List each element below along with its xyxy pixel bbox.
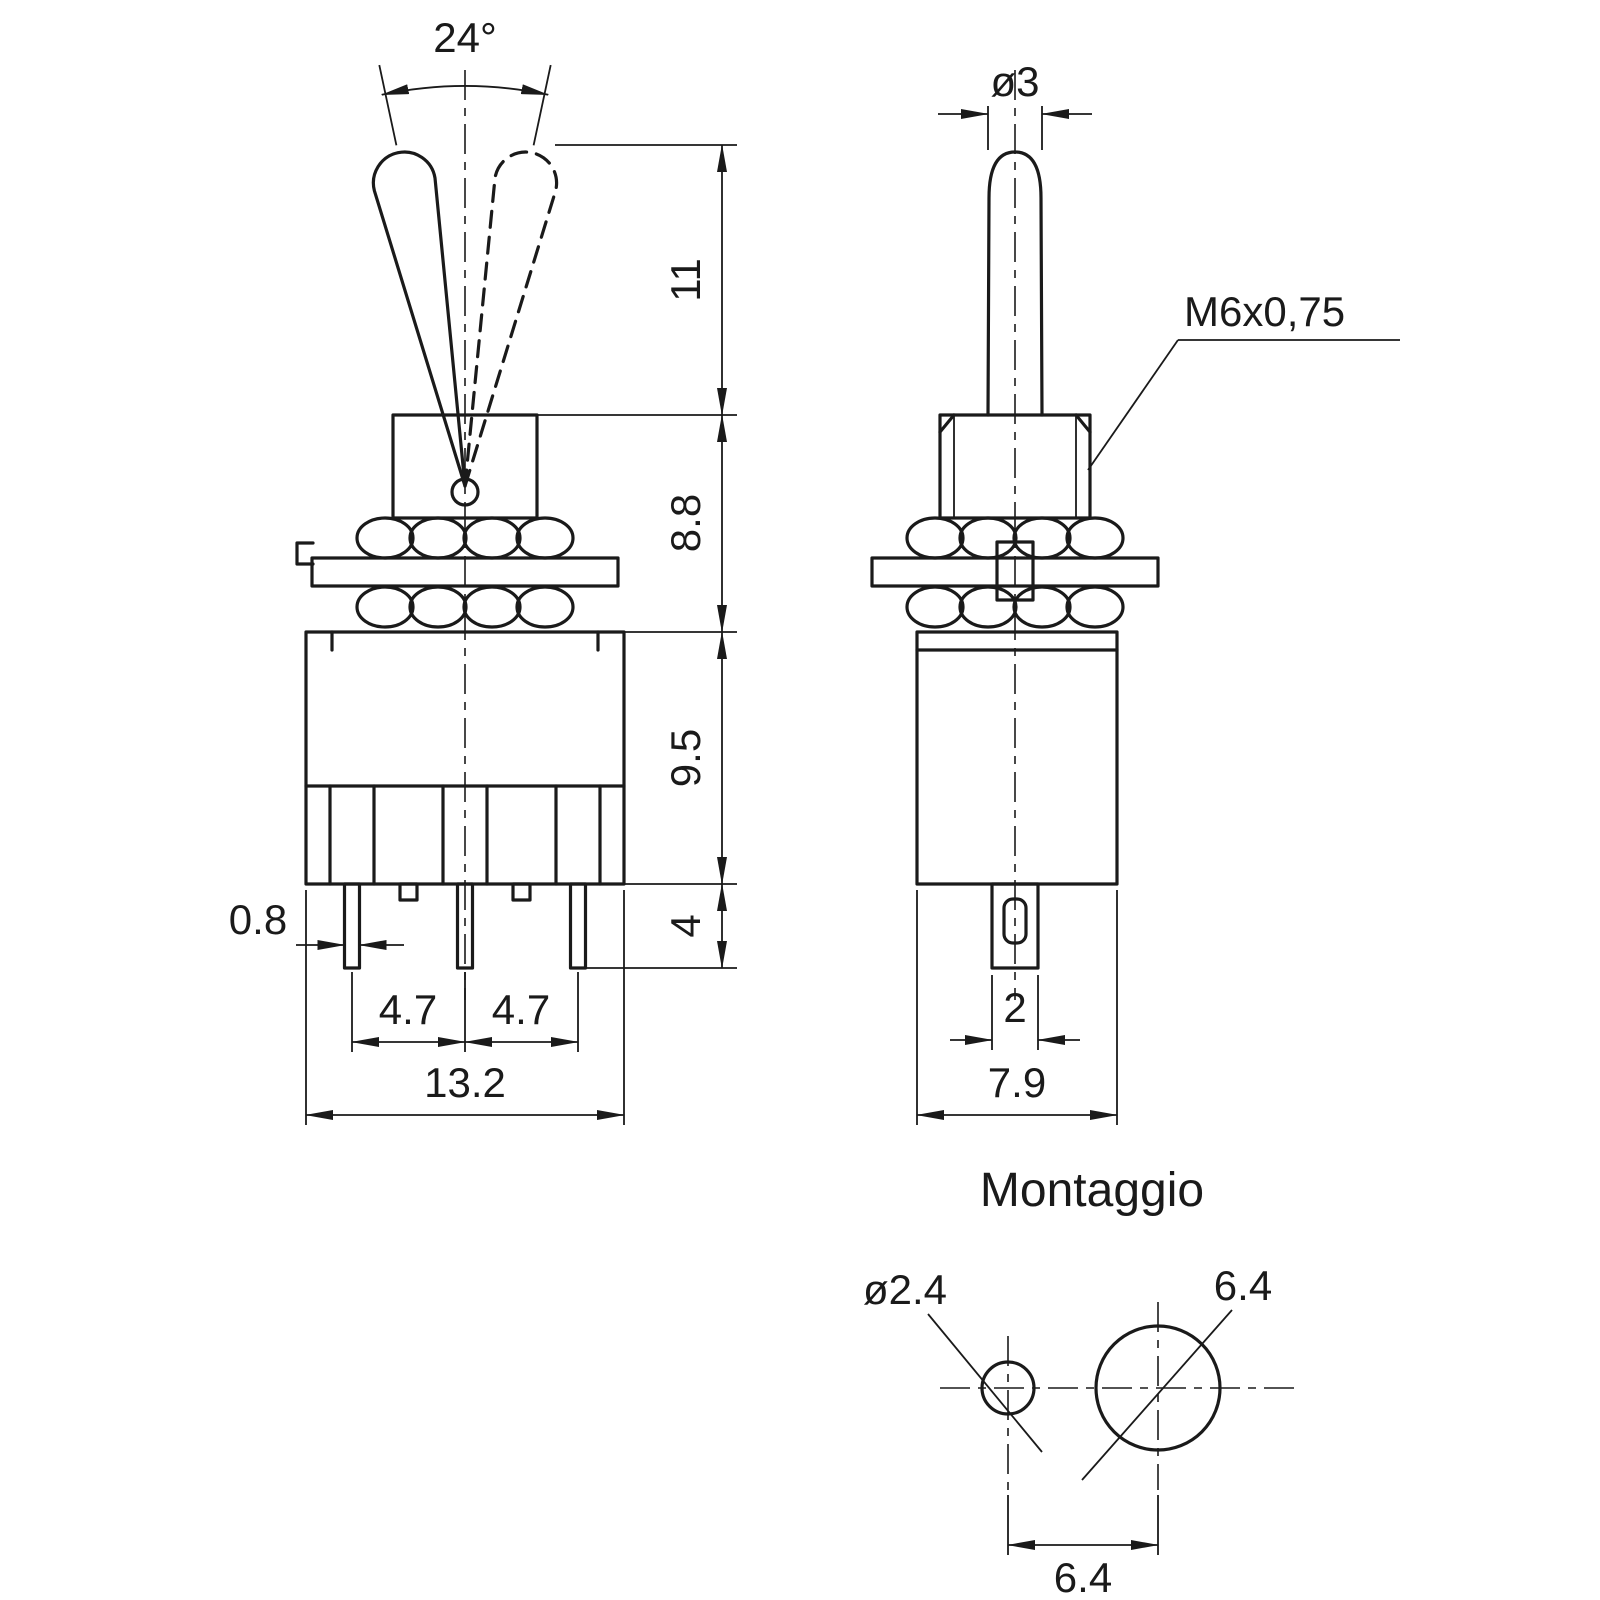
angle-dimension-arc [380,84,550,96]
toggle-lever-solid [371,150,467,488]
dim-pitch-right: 4.7 [492,986,550,1033]
toggle-lever-side [986,150,1044,417]
angle-label: 24° [433,14,497,61]
body-depth-dimension: 7.9 [916,890,1118,1125]
toggle-lever-dashed [463,150,559,488]
locating-pin-left [398,882,419,902]
dim-bushing-height: 8.8 [662,494,709,552]
terminal-side [990,882,1040,970]
dim-large-hole: 6.4 [1214,1262,1272,1309]
terminal-center [455,882,475,970]
terminal-thickness-dimension: 0.8 [229,896,404,950]
lever-pivot [450,477,480,507]
dim-body-height: 9.5 [662,729,709,787]
dim-body-depth: 7.9 [988,1059,1046,1106]
dim-small-hole: ø2.4 [863,1266,947,1313]
thread-callout: M6x0,75 [1087,288,1400,471]
angle-extension-lines [378,64,552,146]
lock-washer [295,541,620,588]
small-mounting-hole [980,1360,1036,1416]
dim-terminal-width: 2 [1003,984,1026,1031]
large-hole-leader: 6.4 [1081,1262,1272,1481]
switch-body-side [915,630,1119,886]
front-height-dimensions: 11 8.8 9.5 4 [537,144,737,969]
hole-spacing-dimension: 6.4 [1007,1495,1159,1600]
terminal-right [568,882,588,970]
thread-callout-label: M6x0,75 [1184,288,1345,335]
terminal-slot [1002,897,1028,945]
mounting-heading: Montaggio [980,1164,1204,1217]
dim-body-width: 13.2 [424,1059,506,1106]
front-view: 24° [229,14,737,1125]
mounting-view: Montaggio ø2.4 6.4 6.4 [863,1164,1298,1600]
hex-nut-lower [355,585,575,629]
dim-lever-height: 11 [662,258,709,302]
hex-nut-lower-side [905,585,1125,629]
dim-terminal-length: 4 [662,914,709,937]
dim-hole-spacing: 6.4 [1054,1554,1112,1600]
dim-terminal-thickness: 0.8 [229,896,287,943]
terminal-left [342,882,362,970]
terminals-front [342,882,588,970]
side-view: ø3 M6x0,75 [870,58,1400,1125]
large-mounting-hole [1094,1324,1222,1452]
dim-pitch-left: 4.7 [379,986,437,1033]
terminal-pitch-dimensions: 4.7 4.7 [351,972,579,1052]
body-width-dimension: 13.2 [305,890,625,1125]
lever-diameter-dimension: ø3 [938,58,1092,150]
bushing-front [391,413,539,520]
locating-pin-right [511,882,532,902]
terminal-width-dimension: 2 [950,975,1080,1050]
dim-lever-diameter: ø3 [990,58,1039,105]
small-hole-leader: ø2.4 [863,1266,1043,1453]
